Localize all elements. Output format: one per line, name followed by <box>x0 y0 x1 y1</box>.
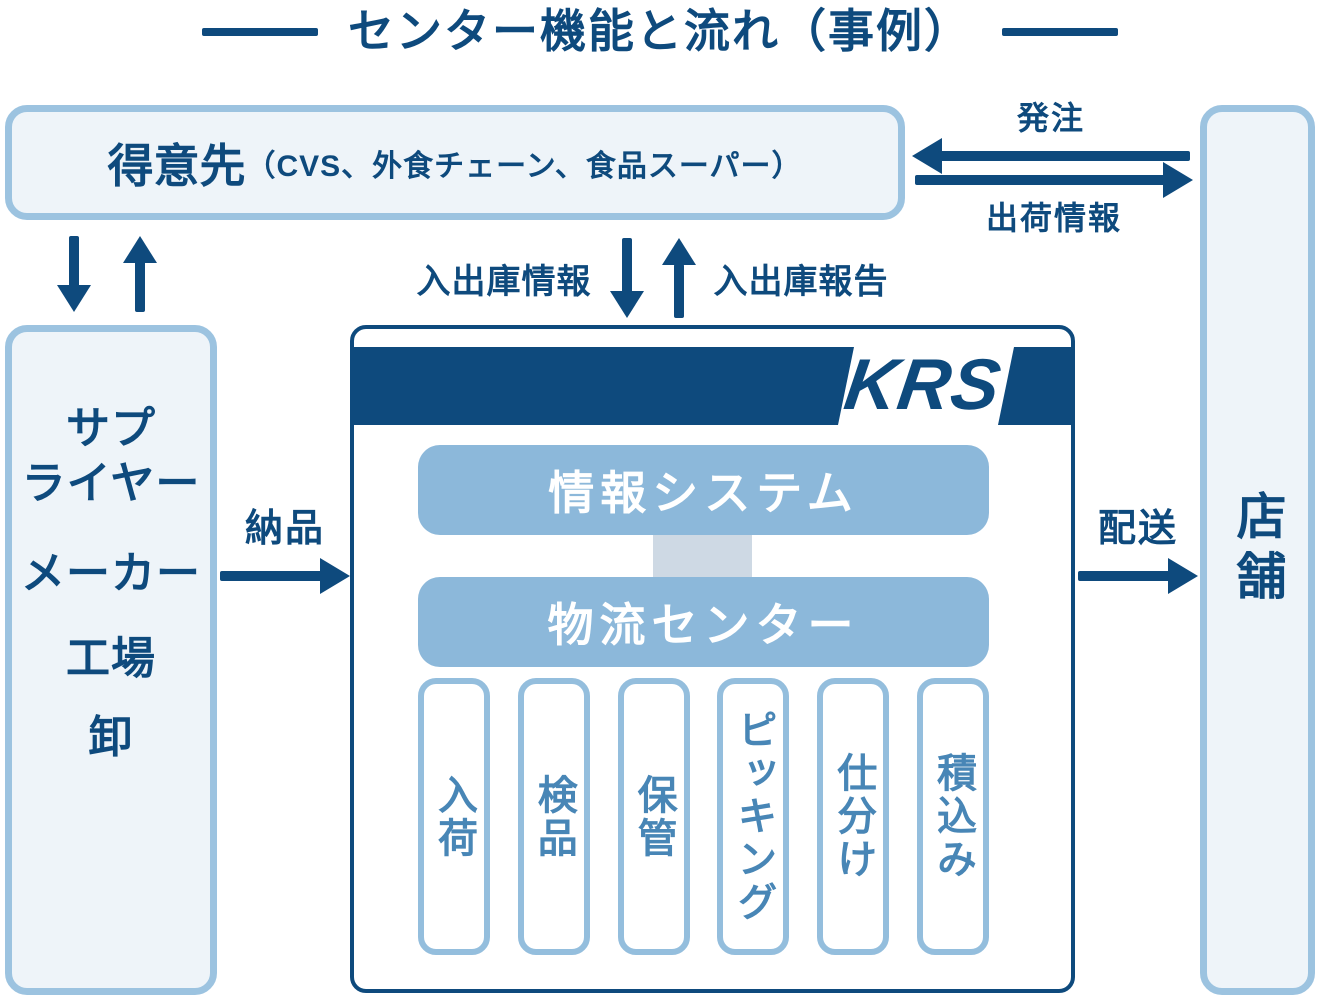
logistics-center-bar: 物流センター <box>418 577 989 667</box>
store-label: 店舗 <box>1229 490 1286 610</box>
customer-detail: （CVS、外食チェーン、食品スーパー） <box>245 149 803 183</box>
krs-center-box: KRS 情報システム 物流センター 入荷 検品 保管 ピッキング 仕分け 積込み <box>350 325 1075 993</box>
arrow-right-icon <box>1078 557 1198 594</box>
order-flow: 発注 <box>912 98 1190 174</box>
inout-report-label: 入出庫報告 <box>713 262 889 301</box>
order-label: 発注 <box>1016 100 1085 136</box>
process-label: 検品 <box>531 773 576 860</box>
supplier-box: サプ ライヤー メーカー 工場 卸 <box>5 325 217 995</box>
system-center-connector <box>653 529 752 583</box>
process-box-picking: ピッキング <box>717 678 790 955</box>
dispatch-flow: 配送 <box>1078 506 1198 594</box>
arrow-down-icon <box>57 236 91 312</box>
process-label: 入荷 <box>432 773 476 860</box>
supplier-line: サプ <box>66 404 156 453</box>
page-title: センター機能と流れ（事例） <box>348 5 972 57</box>
delivery-in-label: 納品 <box>244 508 325 550</box>
title-left-dash <box>202 27 318 36</box>
process-box-inspection: 検品 <box>517 678 590 955</box>
process-label: 保管 <box>631 773 676 860</box>
store-box: 店舗 <box>1200 105 1315 995</box>
krs-band-bar <box>354 347 854 425</box>
shipping-info-label: 出荷情報 <box>985 200 1122 236</box>
customer-krs-arrows: 入出庫情報 入出庫報告 <box>290 238 1015 318</box>
process-label: 仕分け <box>831 752 876 881</box>
supplier-line: ライヤー <box>21 459 201 509</box>
process-box-storage: 保管 <box>617 678 690 955</box>
customer-box: 得意先 （CVS、外食チェーン、食品スーパー） <box>5 105 905 220</box>
title-right-dash <box>1002 27 1118 36</box>
process-label: 積込み <box>930 752 975 881</box>
arrow-down-icon <box>609 238 644 318</box>
krs-logo-band: KRS <box>354 345 1071 425</box>
supplier-line: 卸 <box>88 713 134 763</box>
arrow-up-icon <box>123 236 157 312</box>
shipping-info-flow: 出荷情報 <box>915 162 1193 238</box>
dispatch-label: 配送 <box>1097 508 1178 550</box>
arrow-up-icon <box>661 238 696 318</box>
inout-info-label: 入出庫情報 <box>416 262 592 301</box>
arrow-right-icon <box>915 162 1193 198</box>
process-box-receiving: 入荷 <box>418 678 490 955</box>
information-system-bar: 情報システム <box>418 445 989 535</box>
delivery-in-flow: 納品 <box>220 506 350 594</box>
krs-band-tail <box>998 347 1071 425</box>
process-label: ピッキング <box>731 709 776 924</box>
customer-supplier-arrows <box>57 236 157 312</box>
process-row: 入荷 検品 保管 ピッキング 仕分け 積込み <box>418 678 989 955</box>
page-title-row: センター機能と流れ（事例） <box>0 4 1320 59</box>
krs-logo: KRS <box>839 345 1007 425</box>
supplier-line: メーカー <box>21 548 201 598</box>
process-box-sorting: 仕分け <box>817 678 890 955</box>
arrow-right-icon <box>220 557 350 594</box>
arrow-left-icon <box>912 138 1190 174</box>
customer-name: 得意先 <box>107 139 246 192</box>
process-box-loading: 積込み <box>916 678 989 955</box>
supplier-line: 工場 <box>66 633 156 683</box>
